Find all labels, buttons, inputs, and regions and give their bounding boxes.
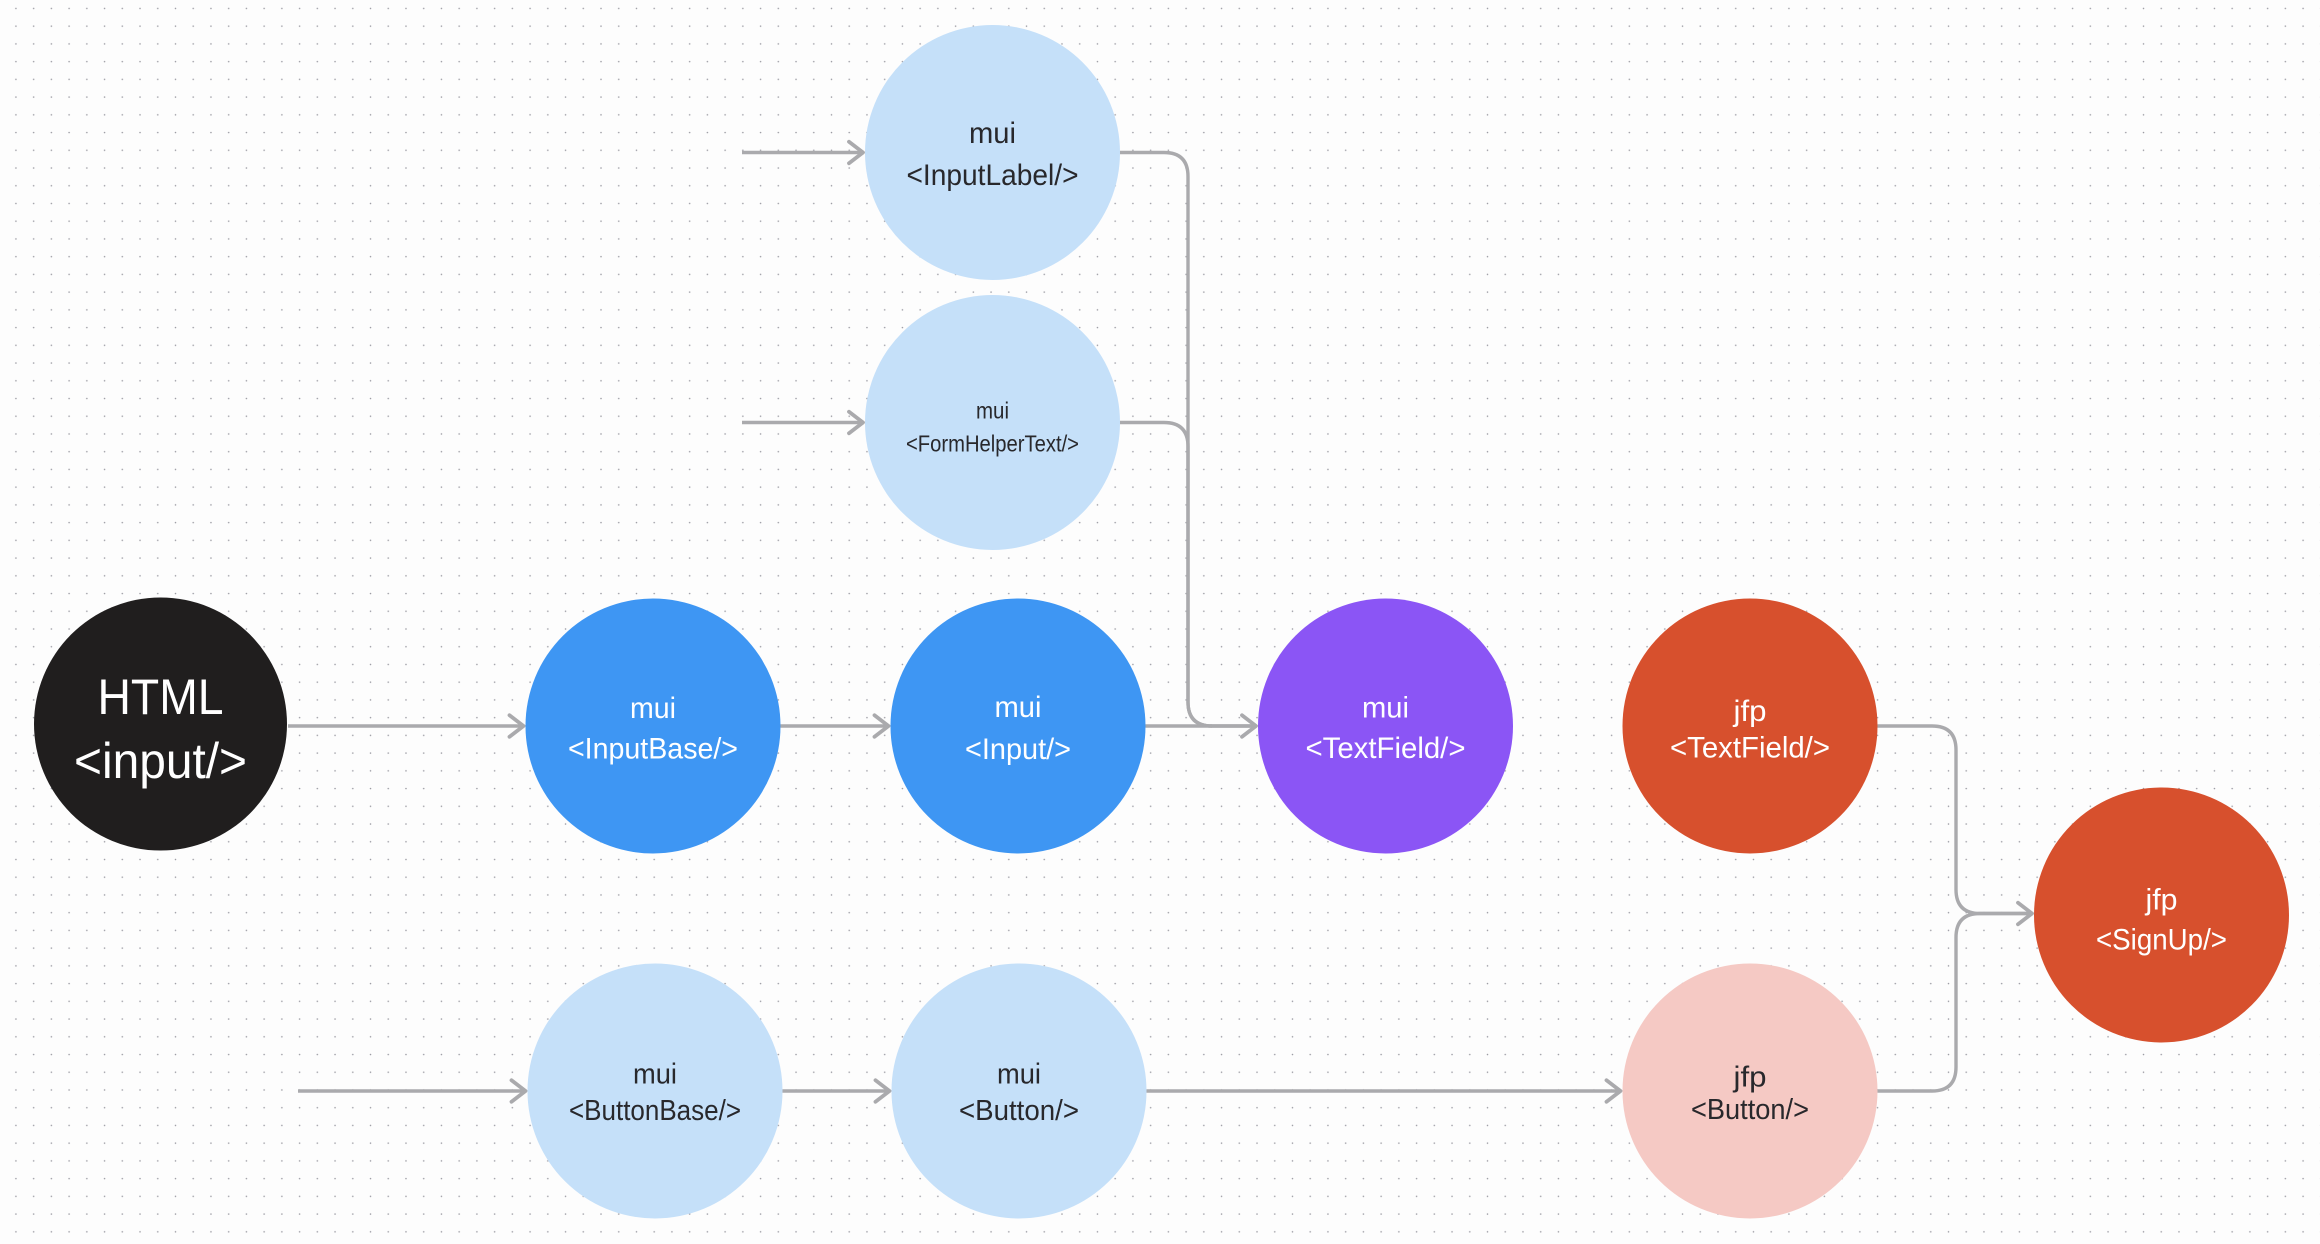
svg-text:<Button/>: <Button/> xyxy=(1691,1094,1809,1126)
svg-text:mui: mui xyxy=(969,117,1016,150)
svg-text:<ButtonBase/>: <ButtonBase/> xyxy=(569,1095,741,1127)
svg-text:<input/>: <input/> xyxy=(74,733,247,789)
svg-text:<TextField/>: <TextField/> xyxy=(1306,732,1466,765)
svg-text:mui: mui xyxy=(997,1058,1041,1090)
svg-text:mui: mui xyxy=(1362,692,1409,725)
svg-text:jfp: jfp xyxy=(2144,883,2177,916)
svg-text:mui: mui xyxy=(976,397,1009,423)
svg-text:<InputLabel/>: <InputLabel/> xyxy=(907,159,1079,192)
svg-text:<FormHelperText/>: <FormHelperText/> xyxy=(906,431,1079,457)
svg-text:jfp: jfp xyxy=(1732,1062,1766,1094)
svg-text:HTML: HTML xyxy=(98,669,224,725)
svg-text:<SignUp/>: <SignUp/> xyxy=(2096,923,2227,956)
svg-text:<TextField/>: <TextField/> xyxy=(1670,732,1830,765)
svg-text:mui: mui xyxy=(995,691,1042,724)
svg-text:<InputBase/>: <InputBase/> xyxy=(568,733,738,766)
svg-text:mui: mui xyxy=(630,692,676,725)
svg-text:jfp: jfp xyxy=(1732,695,1766,728)
svg-text:<Input/>: <Input/> xyxy=(965,733,1071,766)
svg-text:mui: mui xyxy=(633,1058,677,1090)
svg-text:<Button/>: <Button/> xyxy=(959,1095,1079,1127)
